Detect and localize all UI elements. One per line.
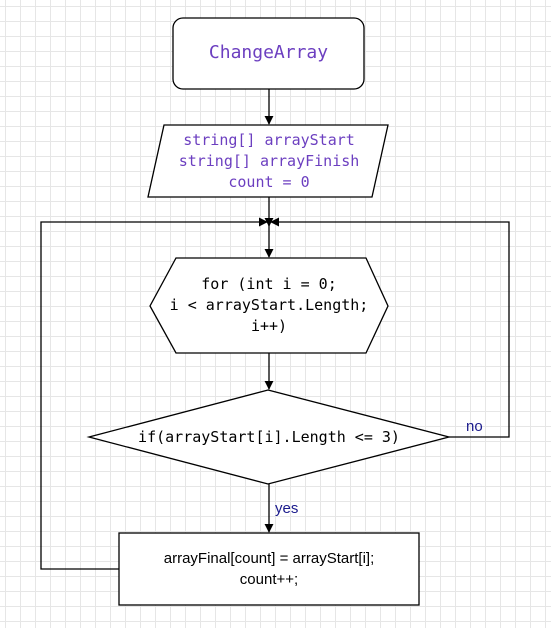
declaration-line: string[] arrayFinish — [178, 152, 360, 170]
process-line: count++; — [239, 571, 299, 588]
branch-yes-label: yes — [275, 500, 299, 517]
process-line: arrayFinal[count] = arrayStart[i]; — [163, 550, 375, 567]
declaration-line: count = 0 — [228, 173, 310, 191]
declarations-text: string[] arrayStart string[] arrayFinish… — [150, 130, 388, 193]
arrow-condition-no — [270, 217, 510, 438]
loop-line: i++) — [250, 317, 288, 335]
loop-line: i < arrayStart.Length; — [169, 296, 369, 314]
start-label: ChangeArray — [208, 42, 329, 63]
loop-hexagon[interactable] — [149, 257, 389, 354]
input-parallelogram[interactable] — [147, 124, 389, 198]
branch-no-label: no — [466, 418, 483, 435]
condition-diamond[interactable] — [86, 389, 452, 485]
declaration-line: string[] arrayStart — [183, 131, 355, 149]
loop-line: for (int i = 0; — [201, 275, 337, 293]
condition-text: if(arrayStart[i].Length <= 3) — [138, 428, 400, 446]
loop-text: for (int i = 0; i < arrayStart.Length; i… — [150, 274, 388, 337]
process-text: arrayFinal[count] = arrayStart[i]; count… — [119, 548, 419, 590]
arrow-process-back — [40, 217, 268, 570]
